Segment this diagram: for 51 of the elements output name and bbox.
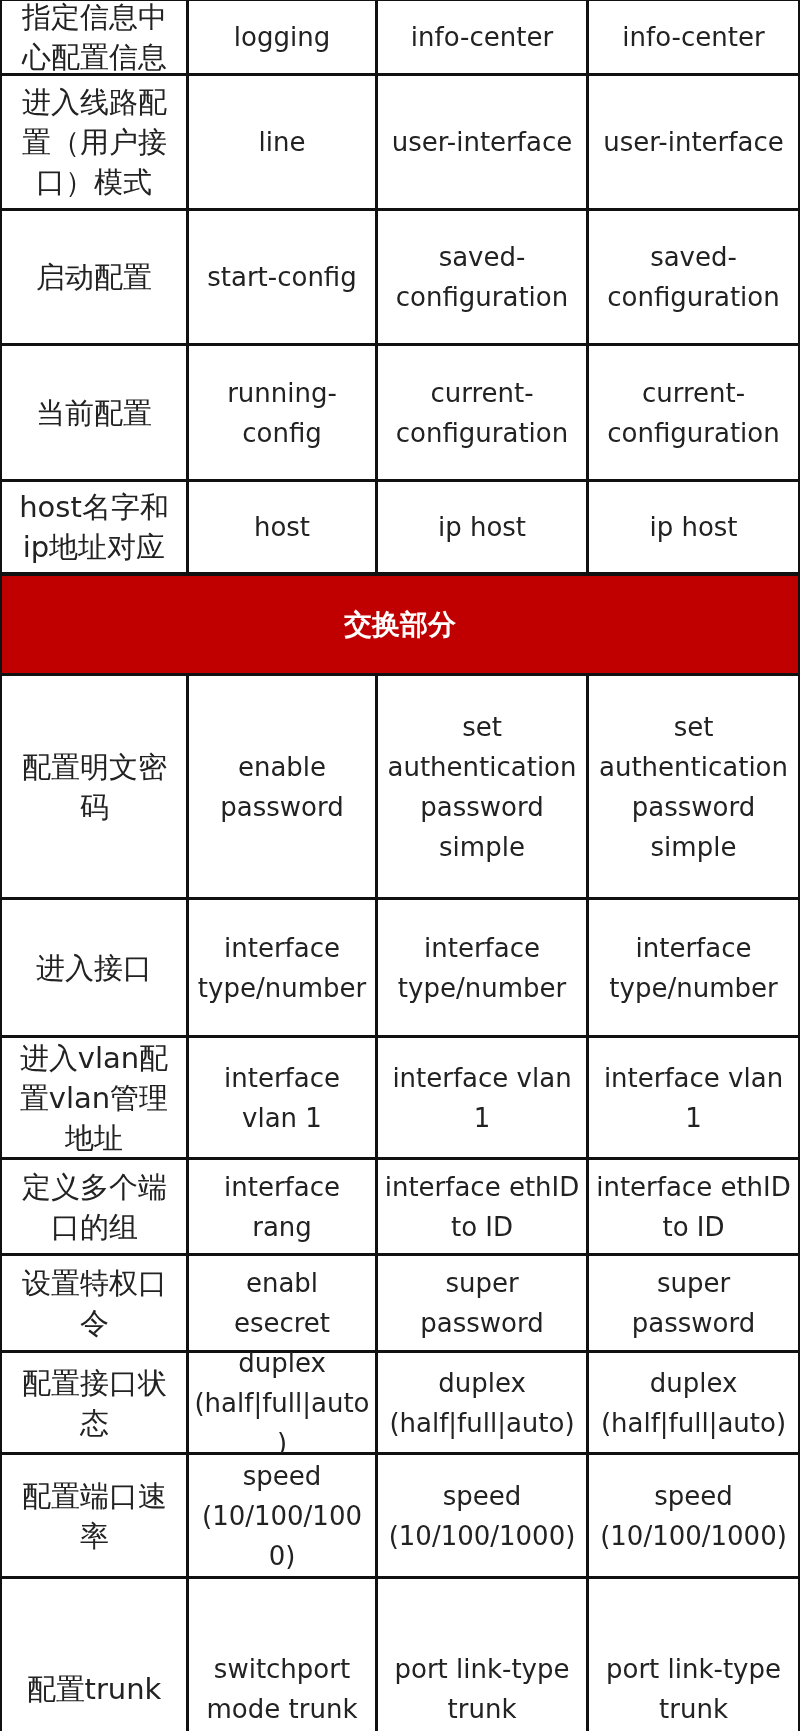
table-cell: 进入线路配置（用户接口）模式: [0, 74, 188, 210]
table-cell: interface vlan 1: [376, 1036, 588, 1159]
table-cell: 配置接口状态: [0, 1351, 188, 1454]
table-cell: 启动配置: [0, 209, 188, 345]
table-cell: duplex (half|full|auto): [376, 1351, 588, 1454]
table-cell: 定义多个端口的组: [0, 1158, 188, 1255]
table-cell: set authentication password simple: [376, 674, 588, 899]
table-cell: user-interface: [376, 74, 588, 210]
table-cell: interface vlan 1: [587, 1036, 800, 1159]
table-cell: info-center: [587, 0, 800, 75]
table-cell: line: [187, 74, 377, 210]
table-cell: logging: [187, 0, 377, 75]
table-cell: 当前配置: [0, 344, 188, 481]
table-cell: current-configuration: [587, 344, 800, 481]
table-cell: speed (10/100/1000): [587, 1453, 800, 1578]
table-cell: interface type/number: [376, 898, 588, 1037]
table-cell: super password: [376, 1254, 588, 1352]
table-cell: interface ethID to ID: [587, 1158, 800, 1255]
table-cell: current-configuration: [376, 344, 588, 481]
table-cell: 配置端口速率: [0, 1453, 188, 1578]
table-cell: duplex (half|full|auto): [587, 1351, 800, 1454]
table-cell: start-config: [187, 209, 377, 345]
table-cell: running-config: [187, 344, 377, 481]
table-cell: super password: [587, 1254, 800, 1352]
table-cell: 指定信息中心配置信息: [0, 0, 188, 75]
table-cell: 进入vlan配置vlan管理地址: [0, 1036, 188, 1159]
table-cell: saved-configuration: [587, 209, 800, 345]
table-cell: interface type/number: [187, 898, 377, 1037]
table-cell: host: [187, 480, 377, 574]
table-cell: 设置特权口令: [0, 1254, 188, 1352]
table-cell: 配置明文密码: [0, 674, 188, 899]
table-cell: port link-type trunk: [587, 1577, 800, 1731]
table-cell: info-center: [376, 0, 588, 75]
table-cell: interface rang: [187, 1158, 377, 1255]
table-cell: ip host: [587, 480, 800, 574]
table-cell: switchport mode trunk: [187, 1577, 377, 1731]
table-cell: host名字和ip地址对应: [0, 480, 188, 574]
table-cell: speed (10/100/1000): [376, 1453, 588, 1578]
table-cell: interface type/number: [587, 898, 800, 1037]
table-cell: set authentication password simple: [587, 674, 800, 899]
table-cell: ip host: [376, 480, 588, 574]
table-cell: interface vlan 1: [187, 1036, 377, 1159]
table-cell: saved-configuration: [376, 209, 588, 345]
table-cell: speed (10/100/1000): [187, 1453, 377, 1578]
section-header-band: 交换部分: [0, 574, 800, 675]
table-cell: user-interface: [587, 74, 800, 210]
table-cell: 配置trunk: [0, 1577, 188, 1731]
table-cell: interface ethID to ID: [376, 1158, 588, 1255]
table-cell: enable password: [187, 674, 377, 899]
table-cell: 进入接口: [0, 898, 188, 1037]
table-cell: port link-type trunk: [376, 1577, 588, 1731]
